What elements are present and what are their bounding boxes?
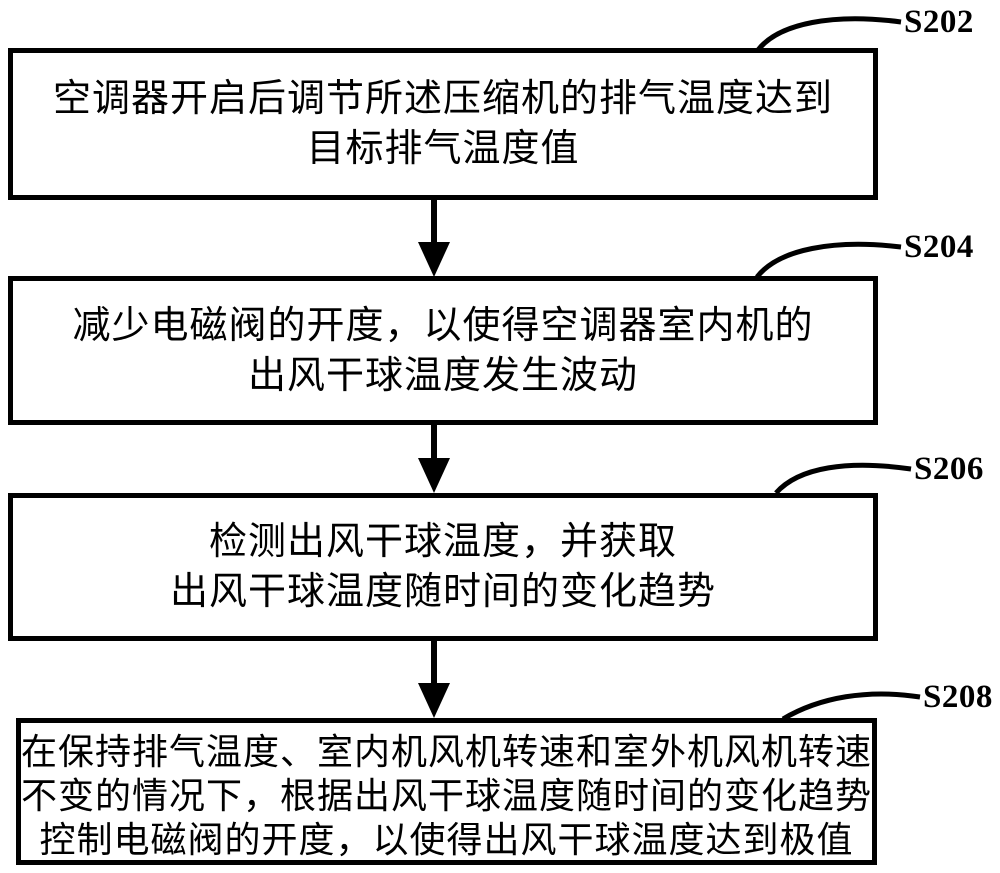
step-text-line: 控制电磁阀的开度，以使得出风干球温度达到极值 <box>39 820 854 860</box>
step-text-line: 在保持排气温度、室内机风机转速和室外机风机转速 <box>21 732 873 772</box>
step-label-s208: S208 <box>923 679 993 715</box>
step-label-s202: S202 <box>904 4 974 40</box>
step-text-line: 目标排气温度值 <box>306 128 580 170</box>
step-text-line: 检测出风干球温度，并获取 <box>208 521 677 563</box>
step-text-line: 出风干球温度发生波动 <box>247 354 638 397</box>
step-label-s206: S206 <box>914 451 984 487</box>
arrow-stem <box>431 641 437 687</box>
step-text-line: 出风干球温度随时间的变化趋势 <box>169 571 716 613</box>
flow-arrow-s204-s206 <box>418 425 450 493</box>
step-label-s204: S204 <box>904 229 974 265</box>
arrow-stem <box>431 425 437 462</box>
step-text-line: 不变的情况下，根据出风干球温度随时间的变化趋势 <box>21 776 873 816</box>
step-box-s206: 检测出风干球温度，并获取 出风干球温度随时间的变化趋势 <box>8 493 878 641</box>
arrow-head-icon <box>418 458 450 493</box>
leader-line-s208 <box>781 691 921 722</box>
step-box-s204: 减少电磁阀的开度，以使得空调器室内机的 出风干球温度发生波动 <box>8 276 878 425</box>
leader-line-s204 <box>755 241 902 279</box>
arrow-head-icon <box>418 242 450 277</box>
step-text-line: 空调器开启后调节所述压缩机的排气温度达到 <box>52 78 833 120</box>
leader-line-s206 <box>774 462 912 495</box>
step-box-s208: 在保持排气温度、室内机风机转速和室外机风机转速 不变的情况下，根据出风干球温度随… <box>16 718 877 865</box>
leader-line-s202 <box>756 16 902 52</box>
flow-arrow-s202-s204 <box>418 200 450 277</box>
arrow-head-icon <box>418 683 450 718</box>
flow-arrow-s206-s208 <box>418 641 450 718</box>
step-text-line: 减少电磁阀的开度，以使得空调器室内机的 <box>72 304 814 347</box>
step-box-s202: 空调器开启后调节所述压缩机的排气温度达到 目标排气温度值 <box>8 48 878 200</box>
arrow-stem <box>431 200 437 246</box>
